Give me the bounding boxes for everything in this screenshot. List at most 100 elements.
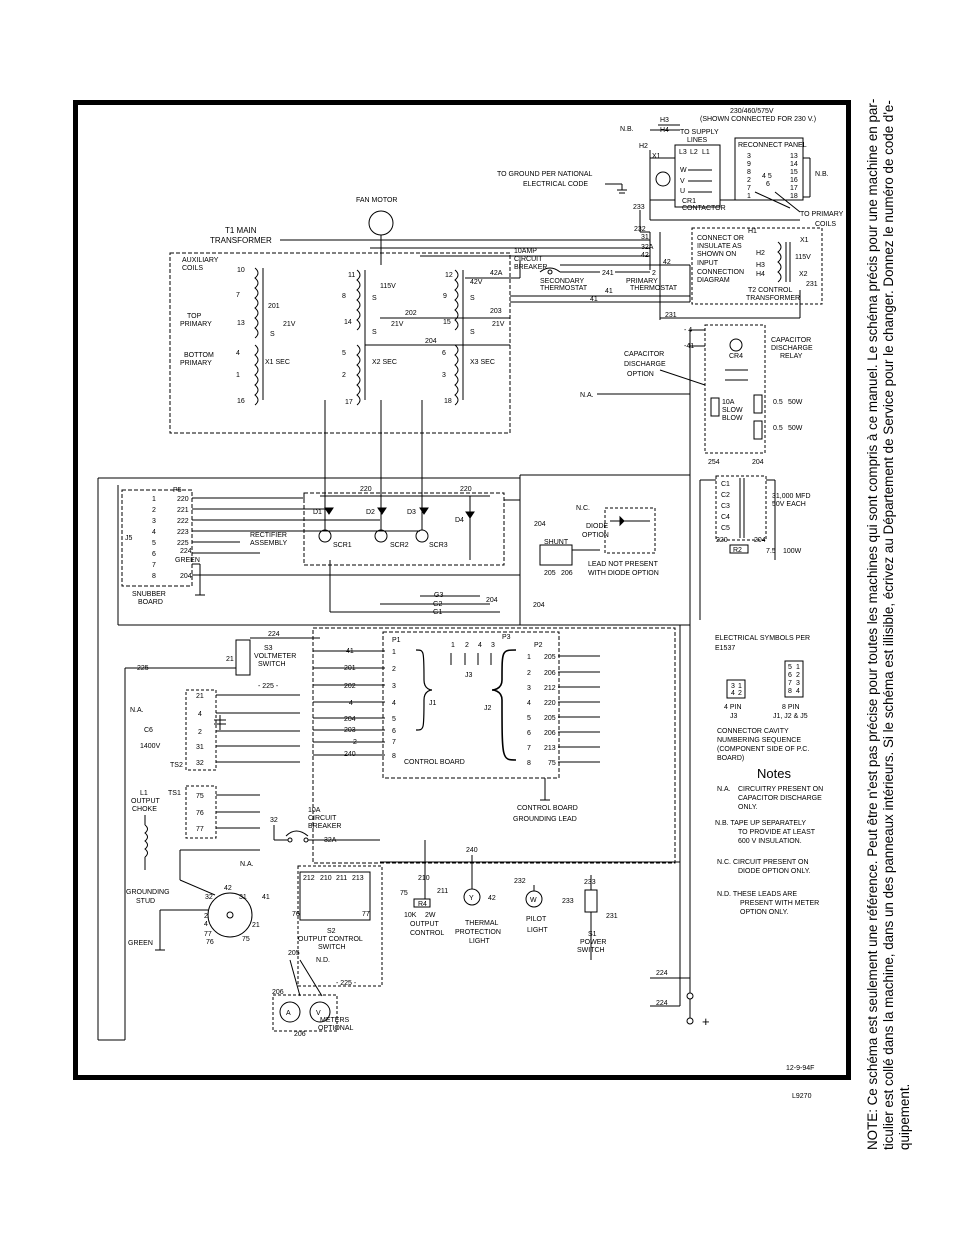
rect-w220b: 220 [460,486,472,493]
sym-cav4: BOARD) [717,755,744,762]
sym-title: ELECTRICAL SYMBOLS PER [715,635,810,642]
snub-w4: 225 [177,540,189,547]
voltmeter-switch: 224 S3 VOLTMETER SWITCH 21 225 - 225 - [124,631,320,1040]
out-power: POWER [580,939,606,946]
rp-mid: 4 5 [762,173,772,180]
cap-c2: C2 [721,492,730,499]
fan-motor: FAN MOTOR [356,197,397,265]
out-light: LIGHT [469,938,490,945]
stud-l1: GROUNDING [126,889,170,896]
rect-d3: D3 [407,509,416,516]
sym-p5: 3 [796,680,800,687]
sym-j3b1: 2 [738,690,742,697]
shunt-label: SHUNT [544,539,569,546]
t1-w201: 201 [268,303,280,310]
out-w224: 224 [656,970,668,977]
w42-top: 42 [641,252,649,259]
w231-mid: 231 [665,312,677,319]
t2-diag: DIAGRAM [697,277,730,284]
sym-p1: 1 [796,664,800,671]
notes-na2: CAPACITOR DISCHARGE [738,795,822,802]
cb-p1p2: 3 [392,683,396,690]
out-y: Y [469,895,474,902]
cr-na: N.A. [580,392,594,399]
ts2-v: 1400V [140,743,161,750]
cb-p3: P3 [502,634,511,641]
stud-p6: 77 [204,931,212,938]
rp-l2: 8 [747,169,751,176]
t1-s5: S [470,329,475,336]
supply-shown: (SHOWN CONNECTED FOR 230 V.) [700,116,816,123]
rect-d2: D2 [366,509,375,516]
rp-l3: 2 [747,177,751,184]
choke-l3: CHOKE [132,806,157,813]
supply-lines: LINES [687,137,708,144]
out-w233: 233 [584,879,596,886]
capacitor-bank: C1 C2 C3 C4 C5 31,000 MFD 50V EACH 220 2… [699,475,811,620]
sym-code: E1537 [715,645,735,652]
cb-p1w3: 4 [349,700,353,707]
t2-h3: H3 [756,262,765,269]
s2-w76: 76 [292,911,300,918]
vm-l2: SWITCH [258,661,286,668]
out-w233b: 233 [562,898,574,905]
stud-p9: 21 [252,922,260,929]
cap-value2: 50V EACH [772,501,806,508]
cb-p2p6: 7 [527,745,531,752]
s2-w206b: 206 [294,1031,306,1038]
cb-p2w4: 205 [544,715,556,722]
snub-w2: 222 [177,518,189,525]
shunt-w206: 206 [561,570,573,577]
t1-w202: 202 [405,310,417,317]
rect-scr2: SCR2 [390,542,409,549]
cb-j2: J2 [484,705,492,712]
t1-b1: 8 [342,293,346,300]
side-note-line1: NOTE: Ce schéma est seulement une référe… [865,98,880,1150]
snub-p6: 7 [152,562,156,569]
electrical-symbols: ELECTRICAL SYMBOLS PER E1537 3 1 4 2 4 P… [715,635,810,762]
gate-leads: G3 G2 G1 204 204 [97,477,690,1040]
side-note-line3: quipement. [897,1083,912,1150]
t2-title2: TRANSFORMER [746,295,800,302]
footer-date: 12-9-94F [786,1065,814,1072]
snub-p2: 3 [152,518,156,525]
t1-b0: 11 [348,272,355,279]
out-thermal: THERMAL [465,920,499,927]
rect-label: RECTIFIER [250,532,287,539]
snub-p0: 1 [152,496,156,503]
t1-c3: 6 [442,350,446,357]
cb-p2: P2 [534,642,543,649]
rp-r5: 18 [790,193,798,200]
cr-l3: RELAY [780,353,803,360]
cap-r2w: 100W [783,548,802,555]
notes-na: N.A. [717,786,731,793]
t1-21v-c: 21V [492,321,505,328]
cr-r2: 0.5 [773,425,783,432]
sym-p8name: J1, J2 & J5 [773,713,808,720]
sym-p2: 6 [788,672,792,679]
snub-w0: 220 [177,496,189,503]
sym-j3a0: 3 [731,683,735,690]
out-s1: S1 [588,931,597,938]
notes-nc: N.C. CIRCUIT PRESENT ON [717,859,809,866]
cb-j3p3: 3 [491,642,495,649]
cb-p2p3: 4 [527,700,531,707]
t2-transformer: CONNECT OR INSULATE AS SHOWN ON INPUT CO… [660,227,823,319]
sym-cav1: CONNECTOR CAVITY [717,728,789,735]
br-w241: 241 [602,270,614,277]
cb-gnd: CONTROL BOARD [517,805,578,812]
rp-nb: N.B. [815,171,829,178]
t1-a0: 10 [237,267,245,274]
shunt-note: LEAD NOT PRESENT [588,561,659,568]
cr-slow: SLOW [722,407,743,414]
t1-b2: 14 [344,319,352,326]
cb32-w32: 32 [270,817,278,824]
cap-r2: R2 [733,547,742,554]
t2-x1: X1 [800,237,809,244]
stud-p0: 32 [205,894,213,901]
cb-p1p0: 1 [392,649,396,656]
vm-l1: VOLTMETER [254,653,296,660]
ts1-label: TS1 [168,790,181,797]
cb-p2p0: 1 [527,654,531,661]
